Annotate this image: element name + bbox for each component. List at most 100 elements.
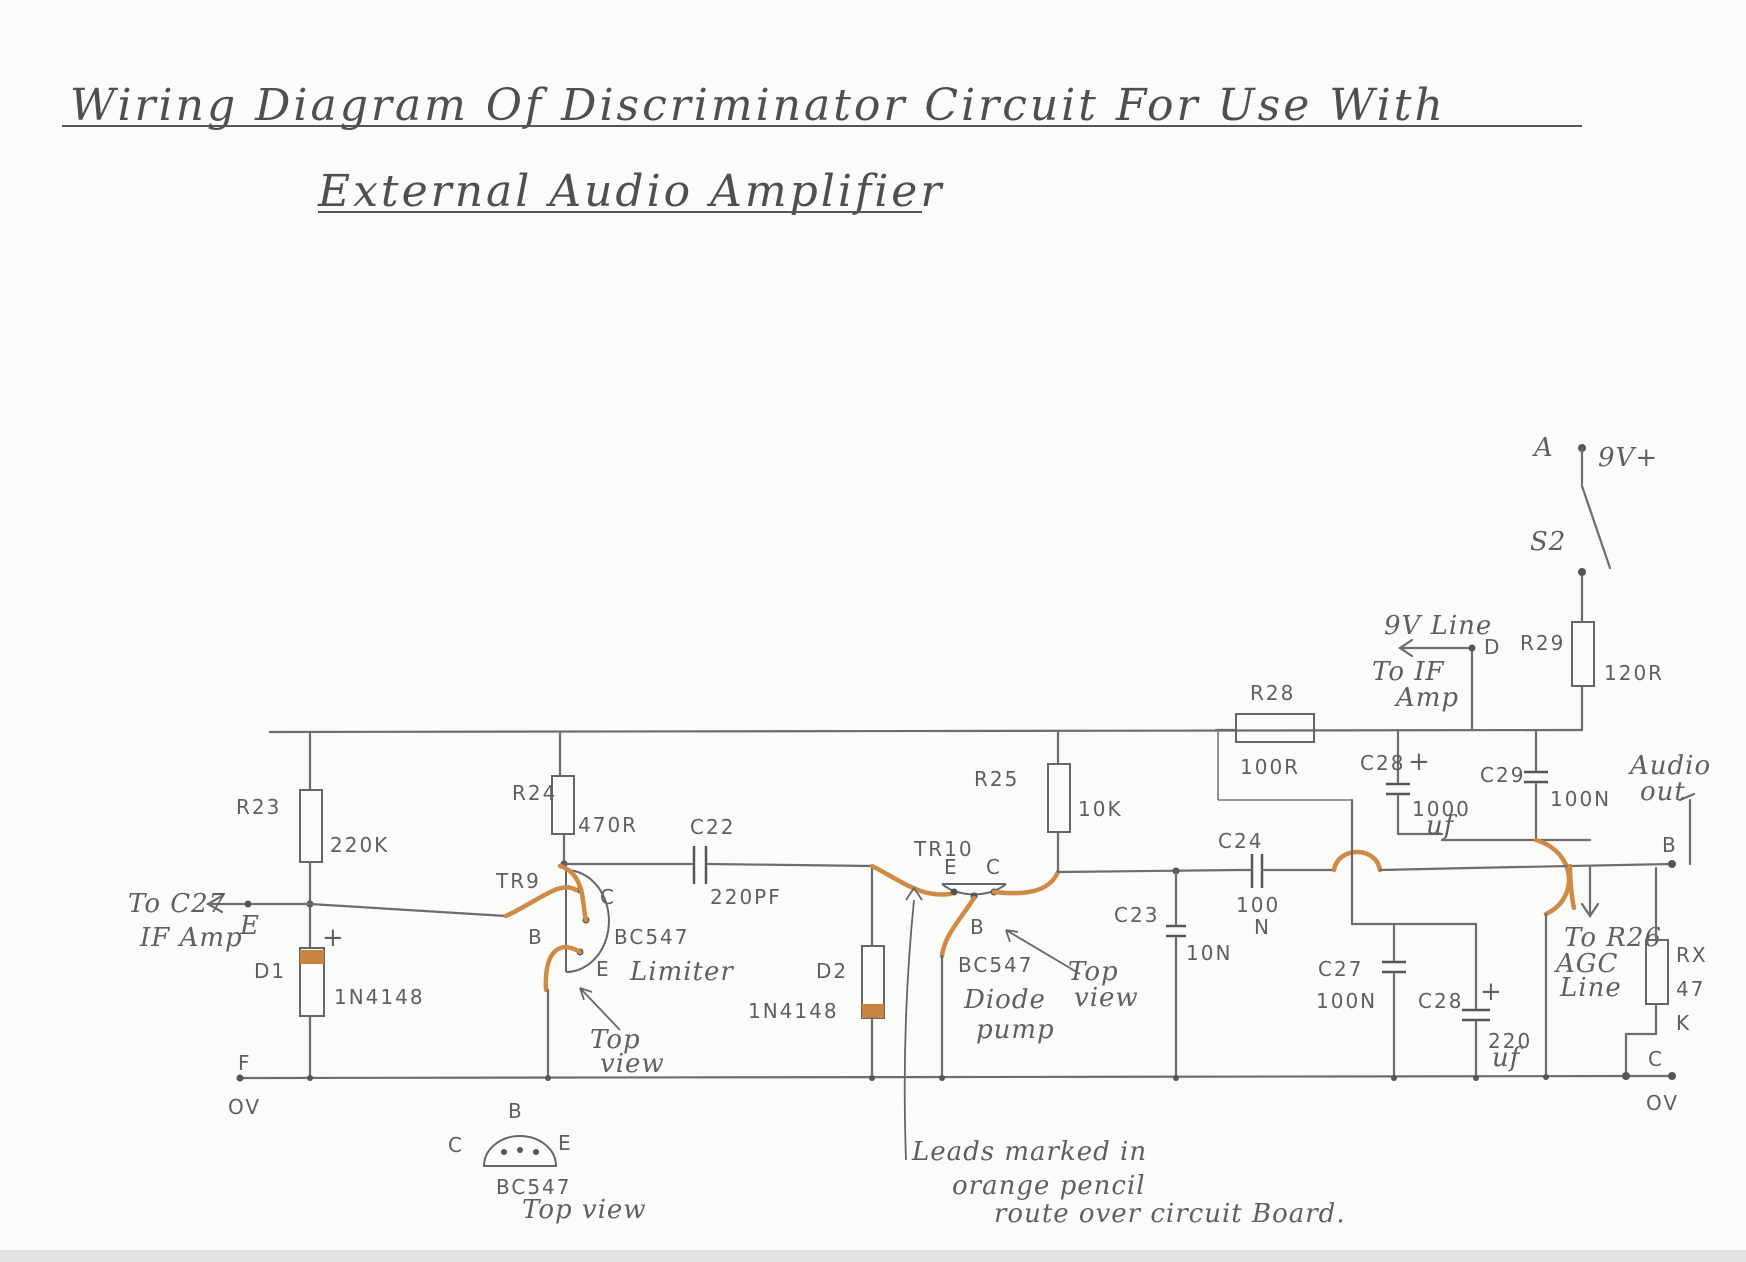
note-line-1: Leads marked in — [911, 1137, 1147, 1167]
c27-value: 100N — [1316, 989, 1377, 1013]
r24-ref: R24 — [512, 781, 557, 805]
d2-value: 1N4148 — [748, 999, 839, 1023]
9v-line-arrow — [1398, 638, 1414, 658]
supply-label: 9V+ — [1598, 443, 1658, 473]
r24-value: 470R — [578, 813, 638, 837]
crossover-orange-1 — [1331, 849, 1383, 873]
pinout-b-label: B — [508, 1099, 524, 1123]
c28a-ref: C28 — [1360, 751, 1405, 775]
tr10-collector-lead-orange — [991, 869, 1061, 896]
tr9-collector-lead-orange — [557, 863, 589, 923]
c24-left-wire — [1056, 868, 1240, 874]
pinout-pin-c — [501, 1149, 507, 1155]
r23-value: 220K — [330, 833, 389, 857]
if-input-arrow — [205, 894, 224, 914]
c24-value-1: 100 — [1236, 893, 1280, 917]
r28-ref: R28 — [1250, 681, 1295, 705]
ov-left-label: OV — [228, 1095, 261, 1119]
c22-value: 220PF — [710, 885, 782, 909]
d1-diode — [299, 947, 325, 1017]
r29-resistor — [1571, 621, 1595, 687]
to-if-amp-label: Amp — [1394, 683, 1459, 713]
r29-value: 120R — [1604, 661, 1664, 685]
to-if-label: To IF — [1372, 657, 1445, 687]
tr9-ref: TR9 — [495, 869, 541, 893]
point-b-label: B — [1662, 833, 1678, 857]
point-d-dot — [1468, 644, 1476, 652]
rx-ref: RX — [1676, 943, 1708, 967]
tr10-top-view-arrow — [1005, 929, 1081, 975]
d1-cathode-band — [300, 950, 324, 964]
c28b-value-1: 220 — [1488, 1029, 1532, 1053]
c28b-value-2: uf — [1492, 1043, 1524, 1073]
tr9-emitter-lead-orange — [543, 945, 583, 993]
c23-ref: C23 — [1114, 903, 1159, 927]
c28a-value-2: uf — [1426, 811, 1458, 841]
tr9-pin-c-label: C — [600, 885, 616, 909]
c29-value: 100N — [1550, 787, 1611, 811]
scan-edge — [0, 1250, 1746, 1262]
tr10-role-1: Diode — [963, 985, 1046, 1015]
tr9-top-view-1: Top — [590, 1025, 641, 1055]
d2-ref: D2 — [816, 959, 848, 983]
d1-plus: + — [322, 923, 345, 953]
r25-value: 10K — [1078, 797, 1123, 821]
tr10-pin-e-label: E — [944, 855, 959, 879]
tr10-pin-c-label: C — [986, 855, 1002, 879]
9v-line-label: 9V Line — [1384, 611, 1492, 641]
point-d-label: D — [1484, 635, 1501, 659]
tr10-emitter-lead-orange — [869, 863, 953, 897]
pinout-c-label: C — [448, 1133, 464, 1157]
c28b-ref: C28 — [1418, 989, 1463, 1013]
tr10-base-lead-orange — [939, 895, 977, 959]
agc-line-label: Line — [1559, 973, 1622, 1003]
agc-line-arrow — [1580, 902, 1600, 918]
title-line-1: Wiring Diagram Of Discriminator Circuit … — [70, 80, 1446, 131]
r25-ref: R25 — [974, 767, 1019, 791]
r23-ref: R23 — [236, 795, 281, 819]
c24-to-out-wire — [1378, 866, 1472, 872]
c24-value-2: N — [1254, 915, 1271, 939]
agc-lead-orange — [1567, 863, 1577, 911]
tr10-role-2: pump — [976, 1015, 1055, 1045]
note-line-2: orange pencil — [952, 1171, 1146, 1201]
s2-lower-contact — [1578, 568, 1586, 576]
r23-resistor — [299, 789, 323, 863]
r25-resistor — [1047, 763, 1071, 833]
c28a-value-1: 1000 — [1412, 797, 1471, 821]
c23-value: 10N — [1186, 941, 1232, 965]
note-pointer — [903, 899, 915, 1161]
to-r26-label: To R26 — [1564, 923, 1662, 953]
tr9-top-view-arrow — [579, 987, 621, 1031]
to-c27-label: To C27 — [128, 889, 226, 919]
tr9-type: BC547 — [614, 925, 690, 949]
point-a-label: A — [1532, 433, 1554, 463]
d1-value: 1N4148 — [334, 985, 425, 1009]
bc547-pinout-body — [482, 1135, 558, 1167]
c28b-plus: + — [1480, 977, 1503, 1007]
pinout-type: BC547 — [496, 1175, 572, 1199]
tr10-top-view-2: view — [1074, 983, 1139, 1013]
ground-rail-wire — [238, 1074, 1674, 1080]
tr10-ref: TR10 — [913, 837, 974, 861]
pinout-pin-b — [517, 1147, 523, 1153]
r28-resistor — [1235, 713, 1315, 743]
if-amp-label: IF Amp — [139, 923, 243, 953]
point-c-dot — [1622, 1072, 1630, 1080]
out-label: out — [1640, 777, 1686, 807]
point-e-dot — [244, 900, 252, 908]
note-line-3: route over circuit Board. — [994, 1199, 1346, 1229]
point-e-label: E — [239, 911, 260, 941]
r28-value: 100R — [1240, 755, 1300, 779]
rx-value-2: K — [1676, 1011, 1691, 1035]
tr9-pin-b-label: B — [528, 925, 544, 949]
title-line-2: External Audio Amplifier — [317, 166, 944, 217]
crossover-orange-2 — [1533, 837, 1572, 917]
top-rail-wire — [268, 728, 1584, 734]
tr9-top-view-2: view — [600, 1049, 665, 1079]
point-c-label: C — [1648, 1047, 1664, 1071]
tr10-top-view-1: Top — [1068, 957, 1119, 987]
pinout-pin-e — [533, 1149, 539, 1155]
point-b-dot — [1668, 860, 1676, 868]
c28a-plus: + — [1408, 747, 1431, 777]
